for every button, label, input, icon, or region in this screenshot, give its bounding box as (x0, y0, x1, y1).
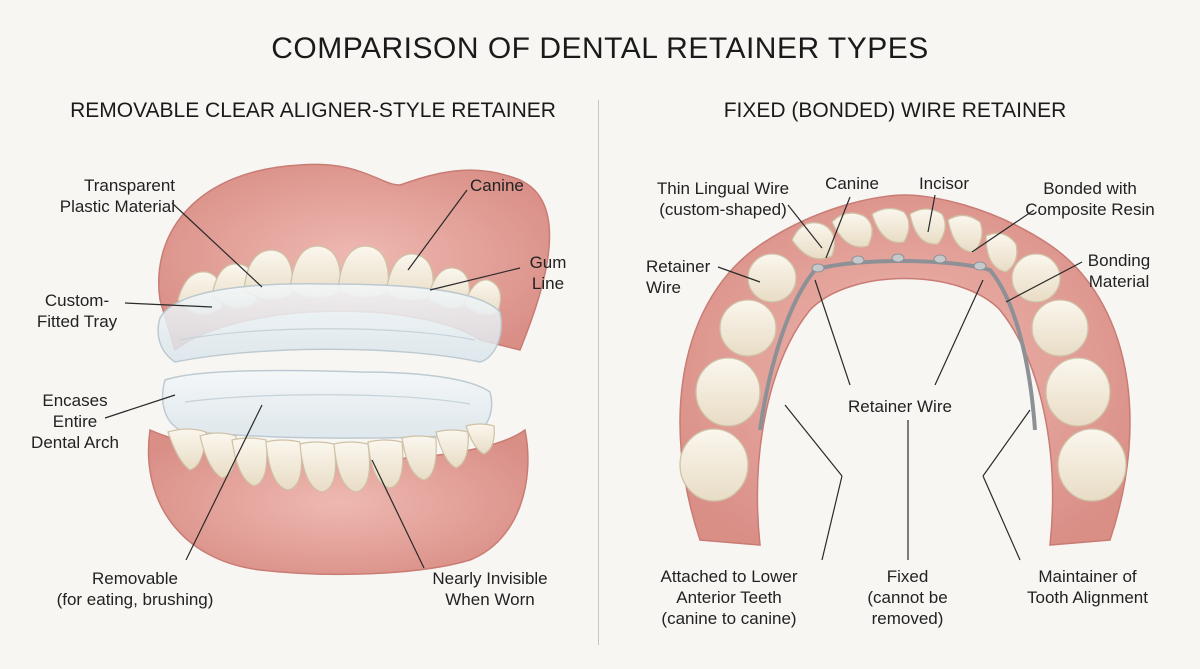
label-retainer-wire-center: Retainer Wire (848, 397, 952, 416)
label-fixed: Fixed (cannot be removed) (867, 567, 948, 628)
left-panel-heading: REMOVABLE CLEAR ALIGNER-STYLE RETAINER (70, 99, 556, 122)
bonded-wire-illustration (679, 194, 1131, 546)
right-panel-heading: FIXED (BONDED) WIRE RETAINER (723, 99, 1067, 122)
leader-lines (104, 189, 1083, 569)
bond-dots (811, 253, 987, 273)
label-canine-right: Canine (825, 174, 879, 193)
lower-clear-tray (161, 369, 493, 439)
label-thin-lingual-wire: Thin Lingual Wire (custom-shaped) (656, 179, 790, 219)
lower-teeth (167, 423, 495, 493)
label-canine-left: Canine (470, 176, 524, 195)
label-transparent-plastic: Transparent Plastic Material (59, 176, 175, 216)
page-title: COMPARISON OF DENTAL RETAINER TYPES (271, 32, 929, 65)
label-bonding-material: Bonding Material (1087, 251, 1151, 291)
arch-teeth (679, 207, 1127, 502)
label-bonded-composite: Bonded with Composite Resin (1025, 179, 1155, 219)
label-custom-fitted-tray: Custom- Fitted Tray (36, 291, 118, 331)
label-retainer-wire-left: Retainer Wire (646, 257, 711, 297)
upper-clear-tray (157, 282, 502, 363)
label-removable: Removable (for eating, brushing) (56, 569, 214, 609)
label-attached-lower: Attached to Lower Anterior Teeth (canine… (660, 567, 798, 628)
label-gum-line: Gum Line (529, 253, 567, 293)
label-maintainer: Maintainer of Tooth Alignment (1027, 567, 1148, 607)
panel-divider (598, 100, 599, 645)
label-nearly-invisible: Nearly Invisible When Worn (432, 569, 548, 609)
label-encases-arch: Encases Entire Dental Arch (31, 391, 119, 452)
label-incisor: Incisor (918, 174, 970, 193)
